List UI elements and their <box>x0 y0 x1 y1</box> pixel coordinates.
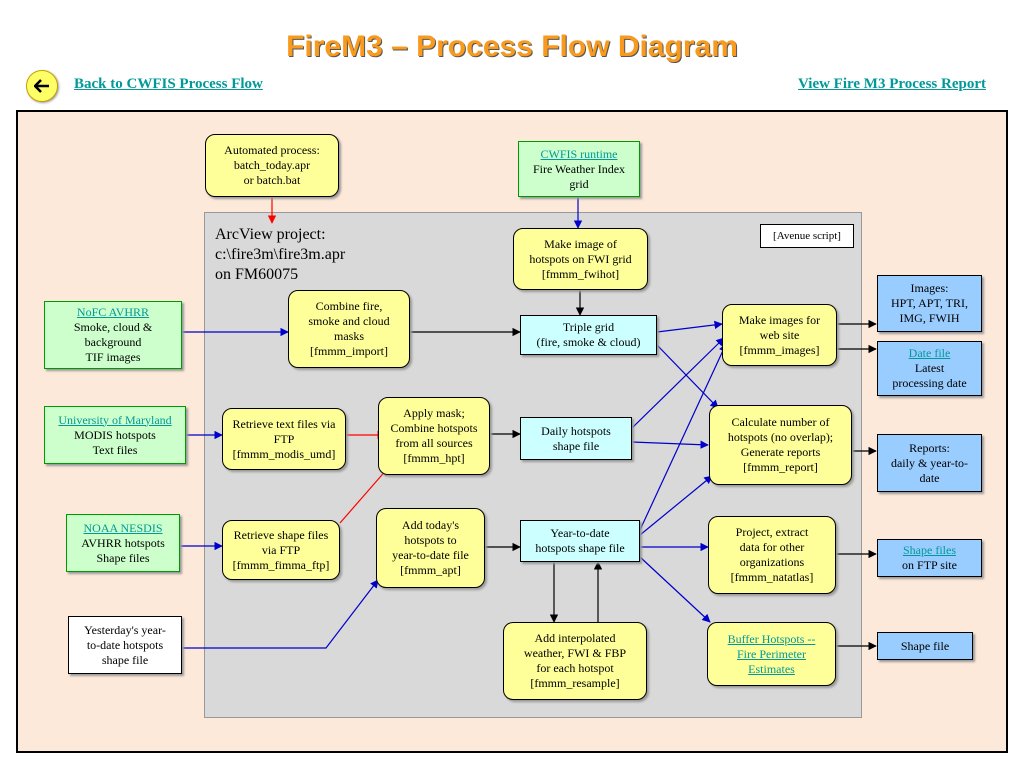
view-report-link[interactable]: View Fire M3 Process Report <box>798 76 986 92</box>
back-button[interactable] <box>26 70 58 102</box>
arcview-project-label: ArcView project: c:\fire3m\fire3m.apr on… <box>215 226 346 283</box>
triple-grid-box: Triple grid(fire, smoke & cloud) <box>520 315 657 355</box>
shape-file-output-box: Shape file <box>877 632 973 660</box>
reports-output-box: Reports:daily & year-to-date <box>877 434 982 492</box>
avenue-script-legend: [Avenue script] <box>760 224 854 248</box>
noaa-nesdis-link[interactable]: NOAA NESDIS <box>83 520 163 535</box>
cwfis-runtime-link[interactable]: CWFIS runtime <box>540 146 618 161</box>
arrow-daily-to-calc <box>631 440 709 449</box>
umd-link[interactable]: University of Maryland <box>58 412 172 427</box>
back-to-cwfis-link[interactable]: Back to CWFIS Process Flow <box>74 76 263 92</box>
arrow-triple-to-calc <box>656 344 719 409</box>
page-title: FireM3 – Process Flow Diagram <box>286 30 738 63</box>
arrow-ytd-to-web <box>639 343 727 531</box>
arrow-daily-to-web <box>631 337 725 429</box>
nofc-avhrr-link[interactable]: NoFC AVHRR <box>76 305 150 319</box>
arrow-triple-to-web <box>656 320 723 333</box>
arrow-ytd-to-calc <box>639 475 713 536</box>
arrow-retrieve-shape-to-apply <box>339 467 389 524</box>
arrow-yesterday-to-addtoday <box>182 579 379 649</box>
shape-files-ftp-box: Shape files on FTP site <box>877 539 982 577</box>
images-output-box: Images:HPT, APT, TRI,IMG, FWIH <box>877 275 982 332</box>
shape-files-link[interactable]: Shape files <box>903 543 956 557</box>
arrow-left-icon <box>34 79 49 93</box>
date-file-link[interactable]: Date file <box>908 346 951 360</box>
arrow-ytd-to-buffer <box>639 556 711 623</box>
